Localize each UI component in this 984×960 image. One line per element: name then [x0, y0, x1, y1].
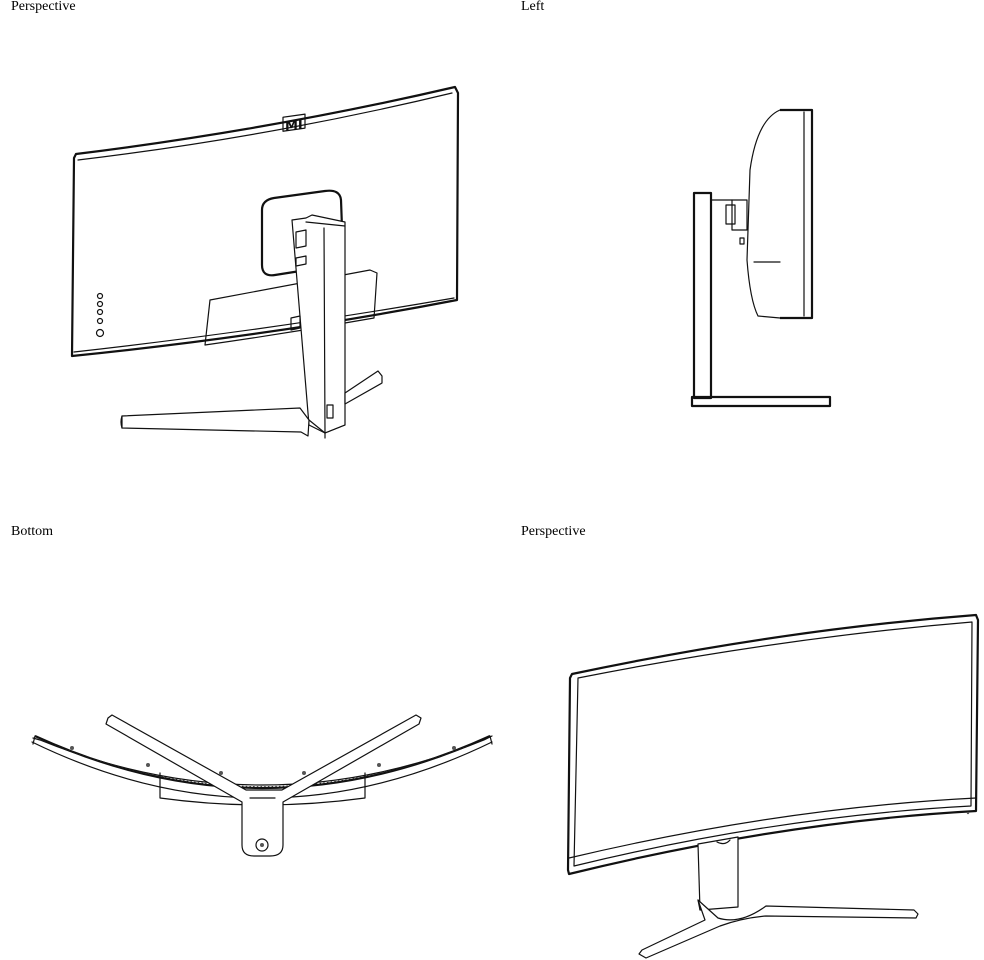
screw-holes — [70, 746, 456, 775]
front-perspective-drawing — [520, 540, 984, 960]
rear-perspective-drawing: MI — [0, 0, 492, 470]
control-buttons — [95, 292, 105, 338]
view-label-perspective-rear: Perspective — [11, 0, 76, 14]
brand-logo: MI — [282, 113, 306, 135]
svg-text:MI: MI — [285, 118, 303, 135]
view-label-perspective-front: Perspective — [521, 524, 586, 539]
view-label-bottom: Bottom — [11, 524, 54, 539]
view-label-left: Left — [521, 0, 545, 14]
left-side-drawing — [492, 0, 984, 470]
bottom-view-drawing — [0, 540, 520, 960]
